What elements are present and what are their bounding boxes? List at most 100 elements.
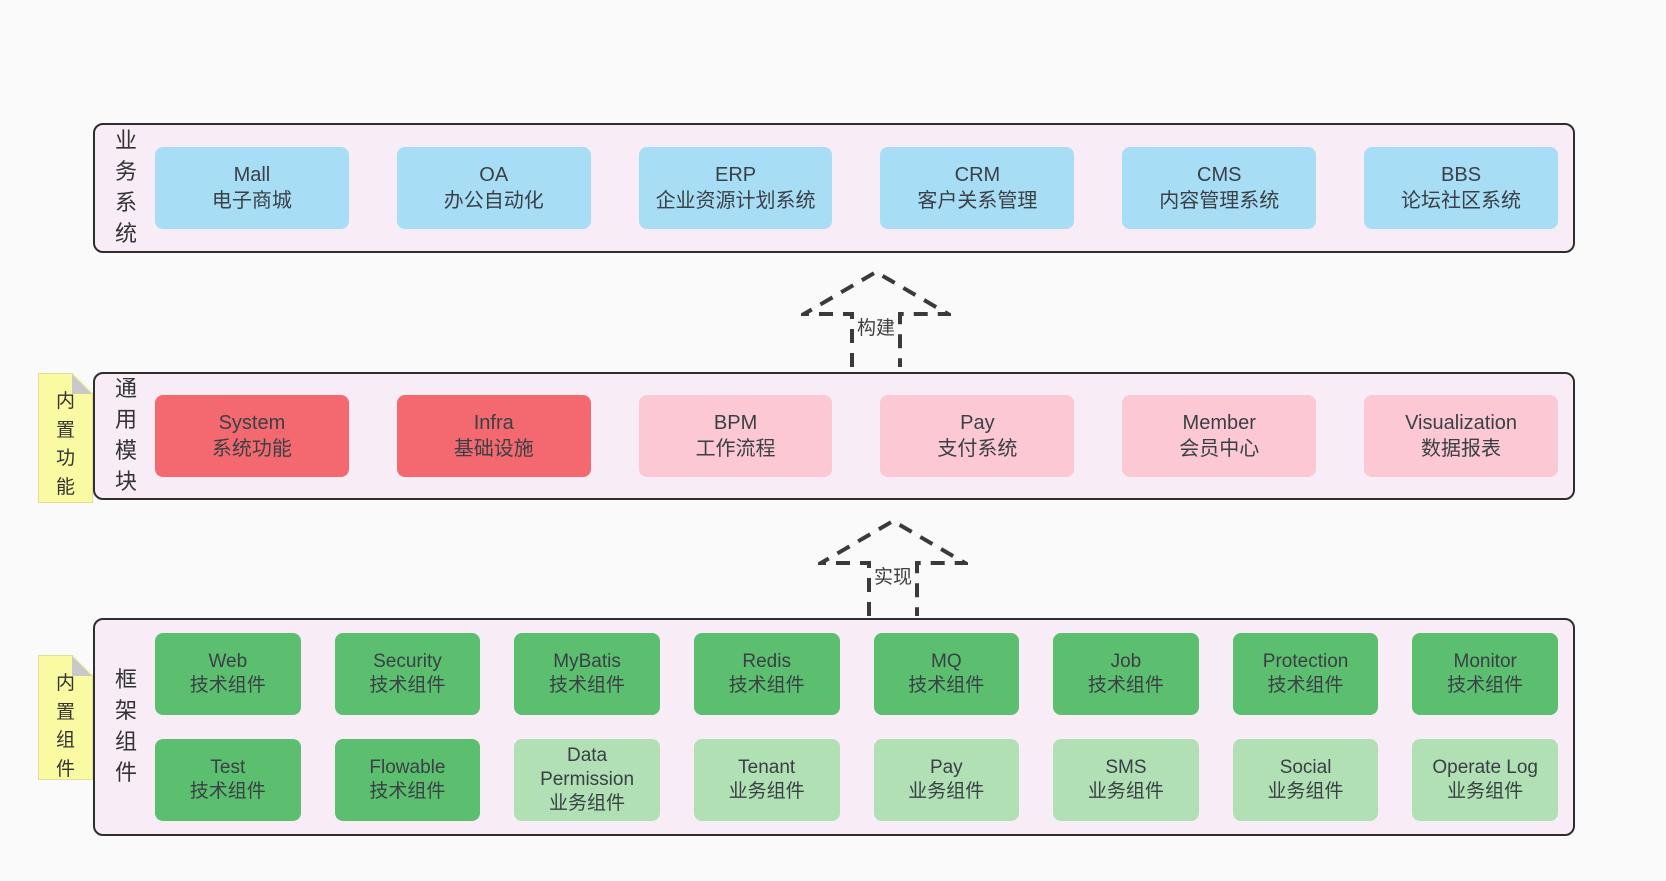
box-flowable: Flowable 技术组件 — [334, 739, 481, 821]
box-name: System — [218, 411, 286, 434]
box-web: Web 技术组件 — [155, 633, 301, 715]
sticky-note-label: 内置组件 — [55, 673, 75, 780]
arrow-label-build: 构建 — [853, 313, 899, 340]
box-mq: MQ 技术组件 — [873, 633, 1020, 715]
box-subtitle: 技术组件 — [189, 675, 266, 696]
box-name: Protection — [1262, 650, 1349, 672]
box-name: Job — [1110, 650, 1142, 672]
box-oa: OA 办公自动化 — [396, 147, 591, 229]
band-label-common-modules: 通用模块 — [114, 376, 137, 494]
box-subtitle: 内容管理系统 — [1159, 190, 1280, 212]
box-bpm: BPM 工作流程 — [638, 395, 833, 477]
box-cms: CMS 内容管理系统 — [1122, 147, 1317, 229]
box-subtitle: 办公自动化 — [443, 190, 544, 212]
box-name: CRM — [954, 163, 1001, 186]
box-subtitle: 客户关系管理 — [917, 190, 1038, 212]
box-name: Visualization — [1405, 411, 1518, 434]
box-subtitle: 业务组件 — [1087, 781, 1164, 802]
implement-arrow: 实现 — [818, 518, 968, 616]
box-subtitle: 业务组件 — [1267, 781, 1344, 802]
box-infra: Infra 基础设施 — [396, 395, 591, 477]
box-subtitle: 技术组件 — [189, 781, 266, 802]
folded-corner-icon — [72, 374, 92, 394]
box-data-permission: Data Permission 业务组件 — [514, 739, 660, 821]
box-mybatis: MyBatis 技术组件 — [514, 633, 660, 715]
box-name: CMS — [1197, 163, 1242, 186]
box-name: Redis — [742, 650, 791, 672]
box-sms: SMS 业务组件 — [1053, 739, 1199, 821]
box-name: Pay — [929, 756, 963, 778]
box-member: Member 会员中心 — [1122, 395, 1317, 477]
box-crm: CRM 客户关系管理 — [880, 147, 1075, 229]
box-subtitle: 数据报表 — [1421, 438, 1502, 460]
box-subtitle: 技术组件 — [1087, 675, 1164, 696]
box-visualization: Visualization 数据报表 — [1364, 395, 1558, 477]
box-name: Data Permission — [540, 744, 635, 790]
box-subtitle: 技术组件 — [1267, 675, 1344, 696]
sticky-note-common-modules: 内置功能 — [38, 373, 93, 503]
box-name: MyBatis — [553, 650, 621, 672]
band-label-framework-components: 框架组件 — [114, 667, 137, 785]
box-security: Security 技术组件 — [334, 633, 481, 715]
box-subtitle: 论坛社区系统 — [1401, 190, 1522, 212]
box-subtitle: 业务组件 — [908, 781, 985, 802]
box-name: Pay — [960, 411, 995, 434]
box-subtitle: 支付系统 — [937, 438, 1018, 460]
box-test: Test 技术组件 — [155, 739, 301, 821]
box-name: ERP — [715, 163, 757, 186]
build-arrow: 构建 — [801, 269, 951, 367]
arrow-label-implement: 实现 — [870, 562, 916, 589]
box-job: Job 技术组件 — [1053, 633, 1199, 715]
box-name: Tenant — [738, 756, 796, 778]
box-social: Social 业务组件 — [1232, 739, 1379, 821]
box-name: Mall — [233, 163, 271, 186]
box-name: Test — [210, 756, 246, 778]
box-subtitle: 业务组件 — [1447, 781, 1524, 802]
band-label-business-systems: 业务系统 — [114, 128, 137, 246]
up-arrow-icon — [801, 269, 951, 367]
box-subtitle: 业务组件 — [549, 793, 626, 815]
box-subtitle: 电子商城 — [211, 190, 292, 212]
box-subtitle: 技术组件 — [369, 675, 446, 696]
box-redis: Redis 技术组件 — [693, 633, 840, 715]
box-subtitle: 技术组件 — [369, 781, 446, 802]
box-subtitle: 技术组件 — [728, 675, 805, 696]
band-framework-components: 框架组件 Web 技术组件 Security 技术组件 MyBatis 技术组件 Redis 技… — [93, 618, 1575, 836]
box-pay: Pay 业务组件 — [873, 739, 1020, 821]
box-name: Operate Log — [1432, 756, 1538, 778]
box-name: Flowable — [369, 756, 446, 778]
box-name: Web — [208, 650, 248, 672]
box-operate-log: Operate Log 业务组件 — [1412, 739, 1558, 821]
folded-corner-icon — [72, 656, 92, 676]
box-subtitle: 技术组件 — [1447, 675, 1524, 696]
box-subtitle: 技术组件 — [908, 675, 985, 696]
box-name: MQ — [931, 650, 962, 672]
box-name: OA — [479, 163, 509, 186]
up-arrow-icon — [818, 518, 968, 616]
box-name: Infra — [473, 411, 514, 434]
box-pay: Pay 支付系统 — [880, 395, 1075, 477]
box-name: SMS — [1105, 756, 1147, 778]
box-name: BPM — [713, 411, 758, 434]
component-row: Test 技术组件 Flowable 技术组件 Data Permission 业务组件 T… — [155, 739, 1558, 821]
box-name: Security — [373, 650, 442, 672]
box-name: Member — [1182, 411, 1256, 434]
box-subtitle: 基础设施 — [453, 438, 534, 460]
box-subtitle: 会员中心 — [1179, 438, 1260, 460]
box-name: Social — [1279, 756, 1332, 778]
box-subtitle: 工作流程 — [695, 438, 776, 460]
box-protection: Protection 技术组件 — [1232, 633, 1379, 715]
box-subtitle: 技术组件 — [549, 675, 626, 696]
